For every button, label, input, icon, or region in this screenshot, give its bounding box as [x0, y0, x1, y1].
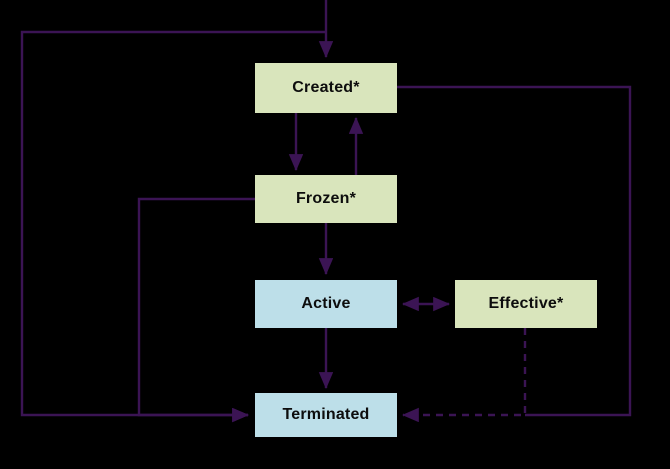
state-node-active[interactable]: Active	[255, 280, 397, 328]
state-node-active-label: Active	[301, 295, 351, 312]
edge-created-to-terminated-right	[397, 85, 632, 417]
edge-frozen-to-terminated-left	[137, 197, 255, 423]
state-node-created-label: Created*	[292, 79, 360, 96]
edge-outer-left-loop	[20, 30, 326, 423]
state-node-frozen-label: Frozen*	[295, 190, 357, 207]
state-node-terminated[interactable]: Terminated	[255, 393, 397, 437]
state-node-frozen[interactable]: Frozen*	[255, 175, 397, 223]
edge-effective-to-terminated	[402, 328, 527, 423]
state-node-effective-label: Effective*	[488, 295, 564, 312]
state-node-terminated-label: Terminated	[282, 406, 370, 423]
state-node-created[interactable]: Created*	[255, 63, 397, 113]
state-node-effective[interactable]: Effective*	[455, 280, 597, 328]
